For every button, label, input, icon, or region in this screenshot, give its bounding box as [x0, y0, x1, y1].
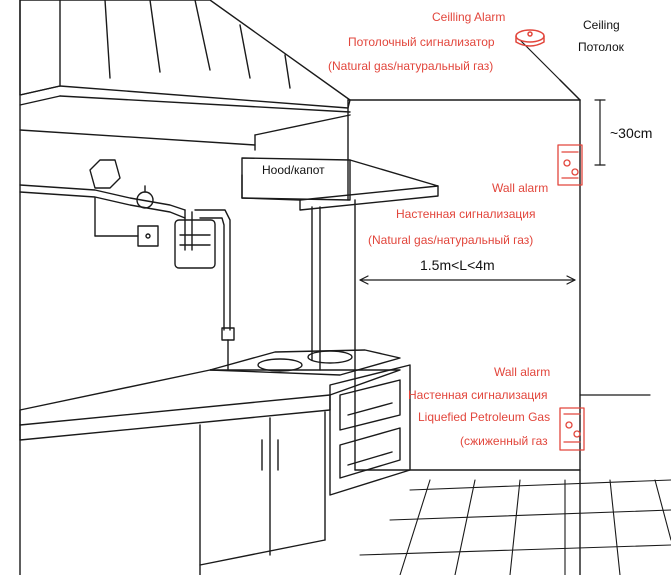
stove [209, 349, 411, 496]
ceiling-detector-icon [515, 29, 545, 47]
socket-icon [137, 225, 159, 247]
gas-valve-icon [89, 159, 121, 189]
wall-alarm-lpg-ru: Настенная сигнализация [408, 388, 548, 402]
upper-cabinets [19, 0, 351, 151]
wall-detector-icon [557, 144, 583, 186]
wall-alarm-natural-gas-type: (Natural gas/натуральный газ) [368, 233, 534, 247]
floor-tiles [359, 479, 671, 576]
wall-alarm-lpg-gas-type-ru: (сжиженный газ [460, 434, 548, 448]
wall-alarm-lpg-en: Wall alarm [494, 365, 551, 379]
wall-alarm-lpg-gas-type-en: Liquefied Petroleum Gas [418, 410, 551, 424]
hood [241, 157, 439, 371]
dimension-lines [359, 39, 651, 396]
gas-piping [19, 159, 235, 371]
ceiling-alarm-label-en: Ceilling Alarm [432, 10, 506, 24]
room-outline [19, 0, 581, 576]
wall-alarm-natural-ru: Настенная сигнализация [396, 207, 536, 221]
wall-alarm-natural-en: Wall alarm [492, 181, 549, 195]
ceiling-distance-label: ~30cm [610, 125, 653, 141]
hood-label: Hood/капот [262, 163, 325, 177]
range-distance-label: 1.5m<L<4m [420, 257, 495, 273]
ceiling-alarm-gas-type: (Natural gas/натуральный газ) [328, 59, 494, 73]
ceiling-alarm-label-ru: Потолочный сигнализатор [348, 35, 495, 49]
wall-detector-icon-lpg [559, 407, 585, 451]
ceiling-label-ru: Потолок [578, 40, 624, 54]
gas-meter-icon [174, 219, 216, 269]
counter [19, 369, 401, 576]
ceiling-label-en: Ceiling [583, 18, 620, 32]
